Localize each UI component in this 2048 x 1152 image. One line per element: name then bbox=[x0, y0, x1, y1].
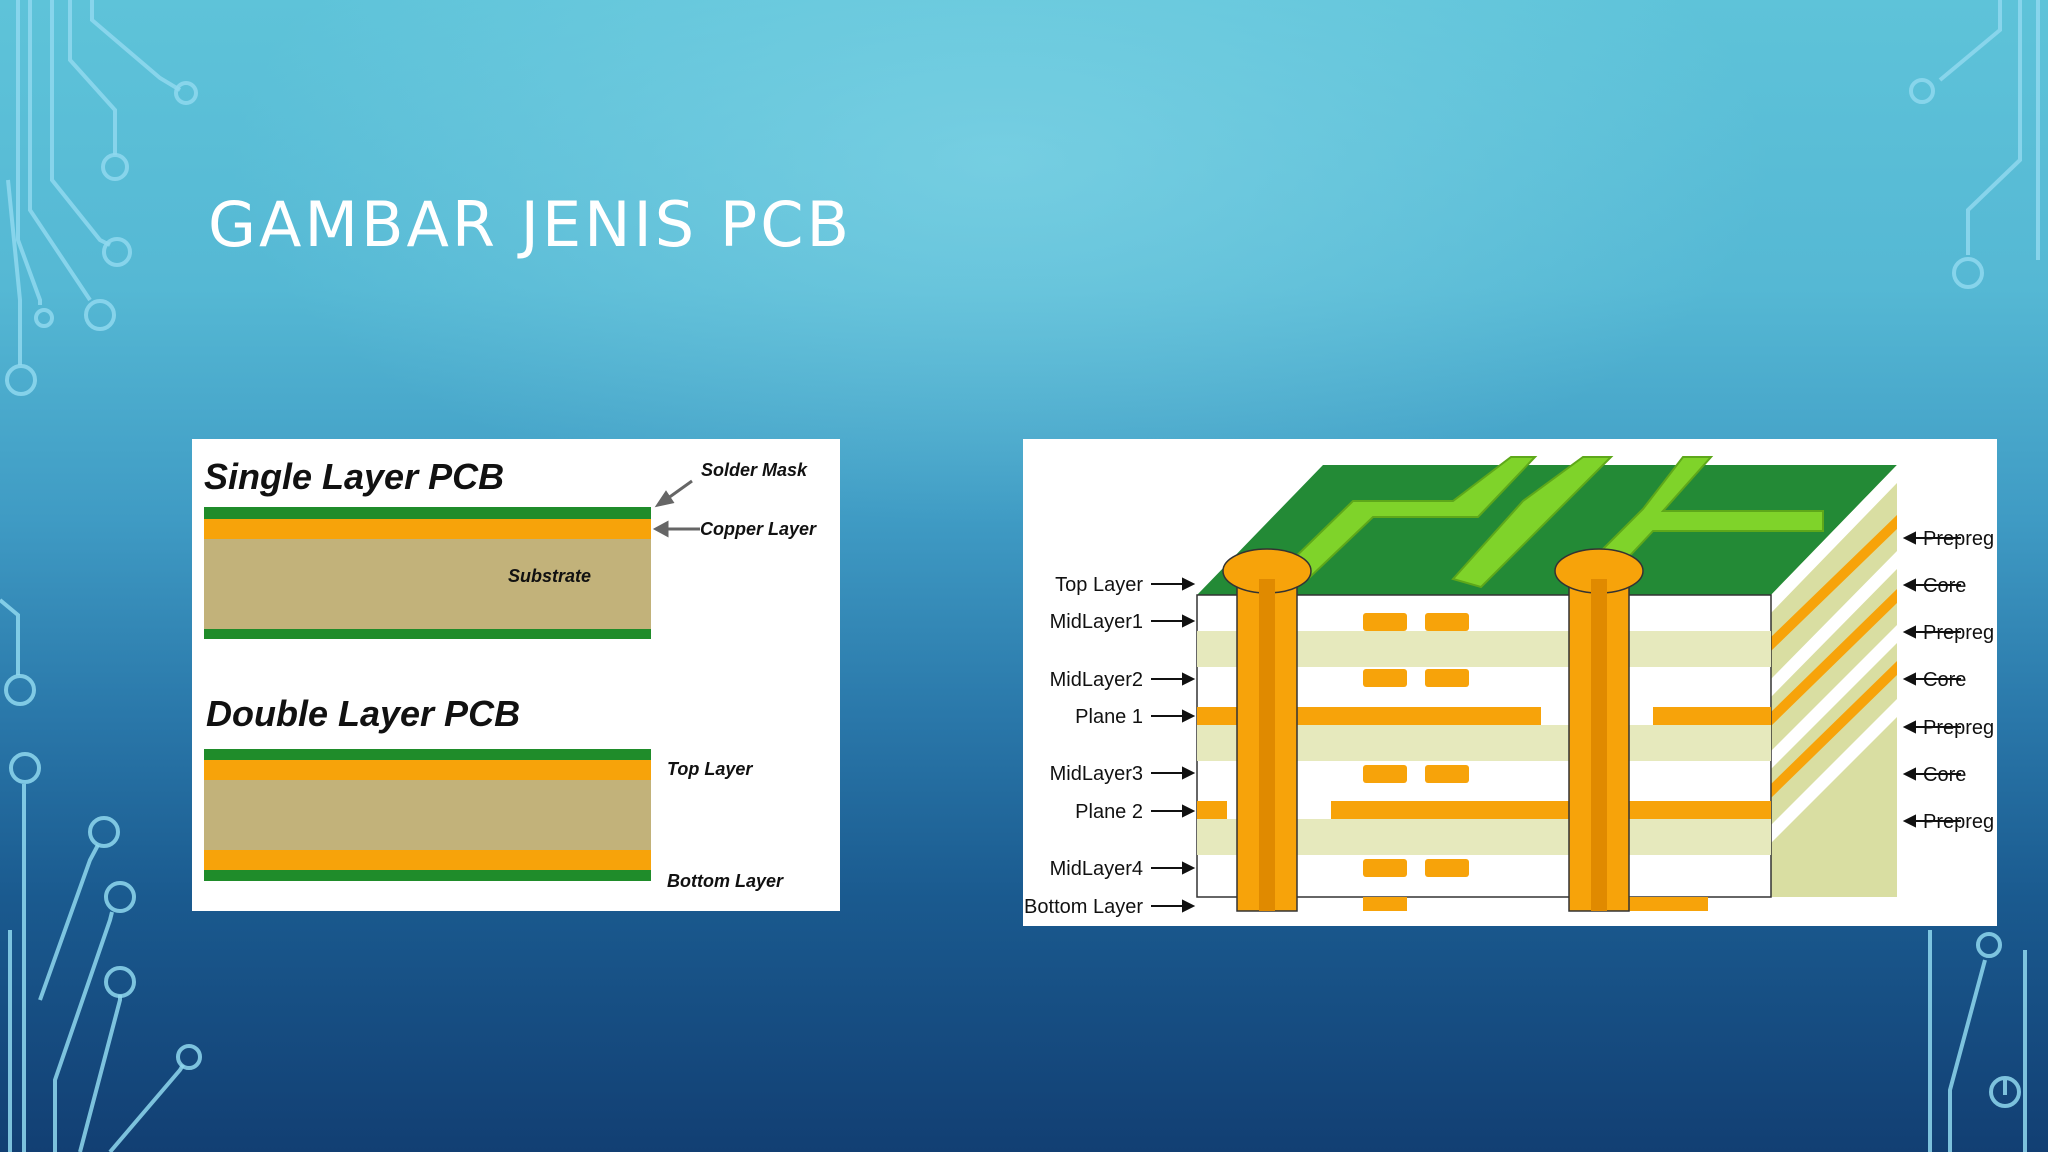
stack-label-prepreg-1: Prepreg bbox=[1923, 528, 1994, 550]
pointer-arrows bbox=[652, 479, 700, 538]
single-substrate-layer bbox=[204, 539, 651, 629]
double-top-mask-layer bbox=[204, 749, 651, 760]
double-layer-title: Double Layer PCB bbox=[206, 693, 520, 734]
board-top-face bbox=[1197, 465, 1897, 595]
right-side-copper bbox=[1771, 515, 1897, 798]
stack-label-core-3: Core bbox=[1923, 764, 1966, 786]
layer-label-midlayer1: MidLayer1 bbox=[1050, 611, 1143, 633]
midlayer-pads bbox=[1363, 613, 1708, 911]
layer-label-midlayer2: MidLayer2 bbox=[1050, 669, 1143, 691]
bottom-layer-label: Bottom Layer bbox=[667, 871, 784, 891]
multilayer-pcb-figure: Top Layer MidLayer1 MidLayer2 Plane 1 Mi… bbox=[1023, 439, 1997, 926]
single-copper-layer bbox=[204, 519, 651, 539]
layer-label-top: Top Layer bbox=[1055, 574, 1143, 596]
stack-label-core-1: Core bbox=[1923, 575, 1966, 597]
double-bottom-mask-layer bbox=[204, 870, 651, 881]
stack-label-prepreg-2: Prepreg bbox=[1923, 622, 1994, 644]
layer-label-midlayer4: MidLayer4 bbox=[1050, 858, 1143, 880]
solder-mask-label: Solder Mask bbox=[701, 460, 808, 480]
via-holes bbox=[1259, 579, 1607, 911]
double-bottom-copper-layer bbox=[204, 850, 651, 870]
double-top-copper-layer bbox=[204, 760, 651, 780]
right-arrows bbox=[1902, 531, 1961, 828]
double-substrate-layer bbox=[204, 780, 651, 850]
left-arrows bbox=[1151, 577, 1196, 913]
layer-label-plane2: Plane 2 bbox=[1075, 801, 1143, 823]
left-labels: Top Layer MidLayer1 MidLayer2 Plane 1 Mi… bbox=[1024, 574, 1143, 918]
copper-layer-label: Copper Layer bbox=[700, 519, 817, 539]
single-solder-mask-layer bbox=[204, 507, 651, 519]
layer-label-plane1: Plane 1 bbox=[1075, 706, 1143, 728]
top-layer-label: Top Layer bbox=[667, 759, 753, 779]
stack-label-prepreg-3: Prepreg bbox=[1923, 717, 1994, 739]
single-double-layer-figure: Single Layer PCB Solder Mask Copper Laye… bbox=[192, 439, 840, 911]
right-labels: Prepreg Core Prepreg Core Prepreg Core P… bbox=[1923, 528, 1994, 833]
single-bottom-mask-layer bbox=[204, 629, 651, 639]
slide-title: GAMBAR JENIS PCB bbox=[208, 188, 853, 261]
stack-label-prepreg-4: Prepreg bbox=[1923, 811, 1994, 833]
single-layer-title: Single Layer PCB bbox=[204, 456, 504, 497]
substrate-label: Substrate bbox=[508, 566, 591, 586]
right-side-white-bands bbox=[1771, 465, 1897, 843]
stack-label-core-2: Core bbox=[1923, 669, 1966, 691]
layer-label-bottom: Bottom Layer bbox=[1024, 896, 1143, 918]
layer-label-midlayer3: MidLayer3 bbox=[1050, 763, 1143, 785]
